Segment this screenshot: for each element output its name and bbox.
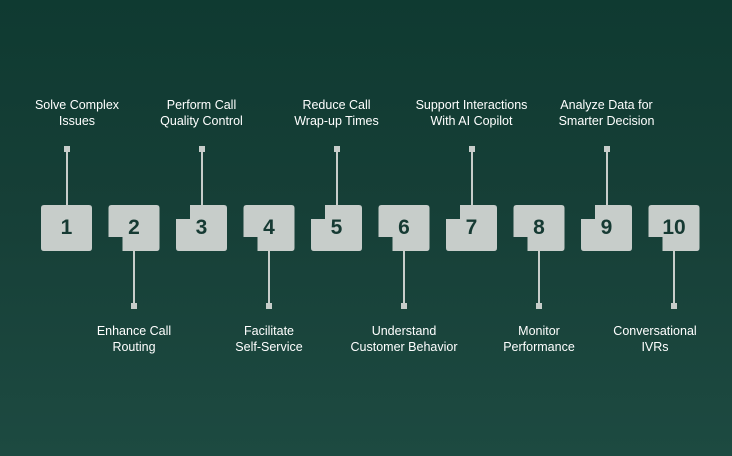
connector-line-7 [470,149,473,205]
puzzle-piece-8 [513,205,565,251]
connector-dot-1 [63,146,70,152]
puzzle-piece-10 [648,205,700,251]
connector-dot-7 [468,146,475,152]
step-label-7: Support Interactions With AI Copilot [415,98,528,128]
connector-line-5 [335,149,338,205]
puzzle-piece-7 [446,205,497,251]
step-number-3: 3 [195,216,208,239]
connector-dot-8 [536,303,542,309]
connector-dot-5 [333,146,340,152]
step-number-4: 4 [263,216,275,239]
puzzle-piece-9 [581,205,632,251]
step-label-4: Facilitate Self-Service [235,324,303,354]
step-number-5: 5 [330,216,343,239]
puzzle-piece-5 [311,205,362,251]
step-label-2: Enhance Call Routing [96,324,172,354]
step-number-6: 6 [398,216,410,239]
step-number-9: 9 [600,216,613,239]
connector-line-1 [65,149,68,205]
puzzle-piece-6 [378,205,430,251]
step-label-8: Monitor Performance [503,324,575,354]
puzzle-piece-2 [108,205,160,251]
connector-line-2 [133,251,135,305]
puzzle-piece-4 [243,205,295,251]
step-number-10: 10 [662,216,686,239]
step-label-1: Solve Complex Issues [34,98,120,128]
step-label-3: Perform Call Quality Control [160,98,243,128]
connector-dot-3 [198,146,205,152]
connector-line-3 [200,149,203,205]
puzzle-piece-3 [176,205,227,251]
step-label-9: Analyze Data for Smarter Decision [558,98,655,128]
connector-dot-4 [266,303,272,309]
connector-line-4 [268,251,270,305]
step-label-10: Conversational IVRs [613,324,697,354]
step-number-2: 2 [128,216,140,239]
step-number-1: 1 [60,216,73,239]
step-label-6: Understand Customer Behavior [350,324,458,354]
connector-dot-10 [671,303,677,309]
connector-line-6 [403,251,405,305]
connector-line-10 [673,251,675,305]
connector-line-9 [605,149,608,205]
puzzle-piece-1 [41,205,92,251]
step-number-7: 7 [465,216,478,239]
connector-line-8 [538,251,540,305]
connector-dot-9 [603,146,610,152]
step-label-5: Reduce Call Wrap-up Times [294,98,379,128]
step-number-8: 8 [533,216,545,239]
connector-dot-2 [131,303,137,309]
connector-dot-6 [401,303,407,309]
